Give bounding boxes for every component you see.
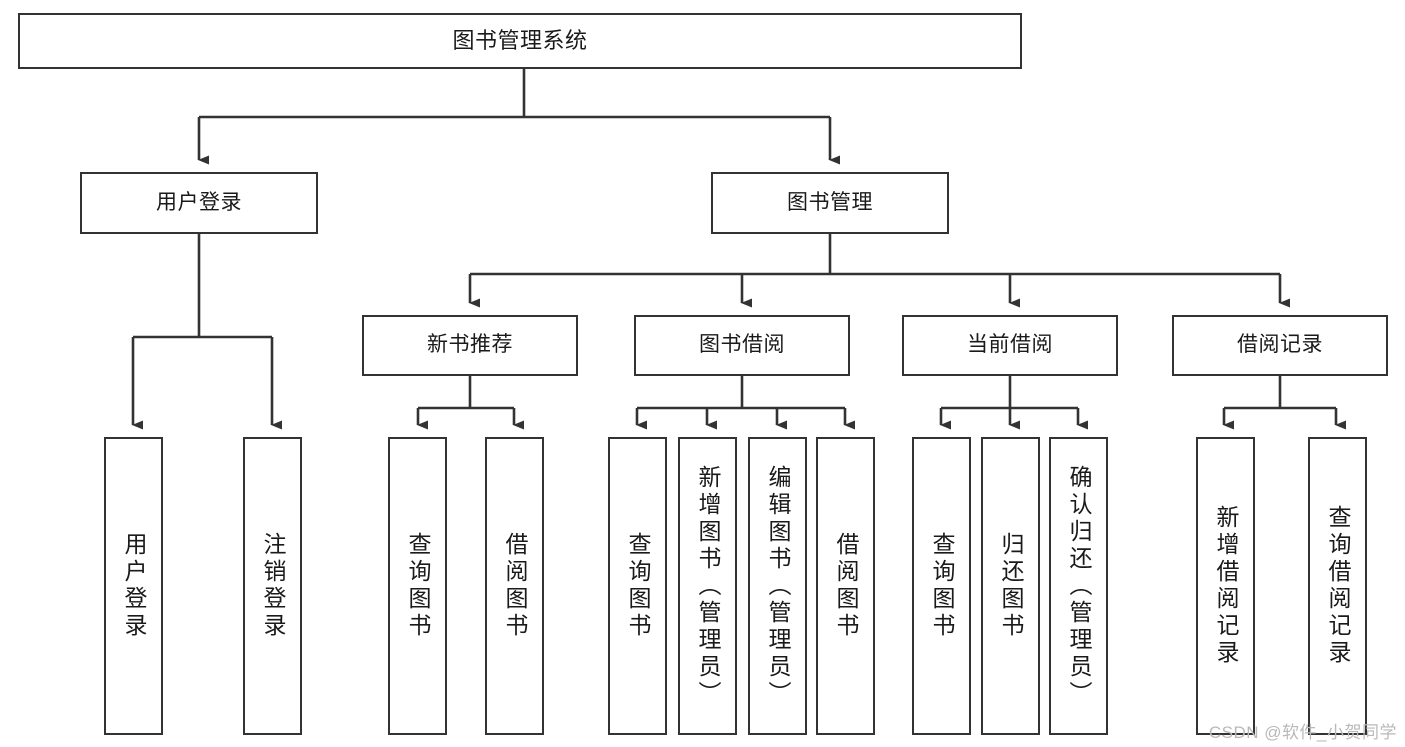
leaf-new-book-borrow[interactable]: 借阅图书 [485, 437, 544, 735]
node-label: 归还图书 [998, 532, 1024, 640]
node-label: 当前借阅 [967, 333, 1053, 357]
watermark: CSDN @软件_小贺同学 [1208, 723, 1397, 742]
leaf-book-borrow-query[interactable]: 查询图书 [608, 437, 667, 735]
leaf-new-book-query[interactable]: 查询图书 [388, 437, 447, 735]
node-label: 查询图书 [929, 532, 955, 640]
node-label: 用户登录 [121, 532, 147, 640]
node-label: 查询借阅记录 [1325, 505, 1351, 667]
leaf-current-borrow-confirm-admin[interactable]: 确认归还（管理员） [1049, 437, 1108, 735]
node-new-book-recommend[interactable]: 新书推荐 [362, 315, 578, 376]
node-borrow-records[interactable]: 借阅记录 [1172, 315, 1388, 376]
node-label: 查询图书 [405, 532, 431, 640]
node-label: 查询图书 [625, 532, 651, 640]
node-label: 图书管理 [787, 190, 873, 214]
node-label: 借阅图书 [502, 532, 528, 640]
leaf-borrow-records-query[interactable]: 查询借阅记录 [1308, 437, 1367, 735]
node-label: 编辑图书（管理员） [765, 464, 791, 708]
leaf-book-borrow-add-admin[interactable]: 新增图书（管理员） [678, 437, 737, 735]
node-label: 新书推荐 [427, 333, 513, 357]
leaf-user-login-logout[interactable]: 注销登录 [243, 437, 302, 735]
node-book-management[interactable]: 图书管理 [711, 172, 949, 234]
leaf-borrow-records-add[interactable]: 新增借阅记录 [1196, 437, 1255, 735]
node-label: 确认归还（管理员） [1066, 464, 1092, 708]
node-current-borrow[interactable]: 当前借阅 [902, 315, 1118, 376]
node-label: 新增借阅记录 [1213, 505, 1239, 667]
leaf-book-borrow-borrow[interactable]: 借阅图书 [816, 437, 875, 735]
node-root-book-management-system[interactable]: 图书管理系统 [18, 13, 1022, 69]
node-label: 注销登录 [260, 532, 286, 640]
node-label: 图书管理系统 [452, 28, 588, 54]
node-label: 新增图书（管理员） [695, 464, 721, 708]
leaf-book-borrow-edit-admin[interactable]: 编辑图书（管理员） [748, 437, 807, 735]
node-user-login[interactable]: 用户登录 [80, 172, 318, 234]
node-label: 借阅图书 [833, 532, 859, 640]
leaf-current-borrow-query[interactable]: 查询图书 [912, 437, 971, 735]
leaf-current-borrow-return[interactable]: 归还图书 [981, 437, 1040, 735]
node-label: 借阅记录 [1237, 333, 1323, 357]
leaf-user-login-login[interactable]: 用户登录 [104, 437, 163, 735]
node-label: 用户登录 [156, 190, 242, 214]
node-book-borrow[interactable]: 图书借阅 [634, 315, 850, 376]
node-label: 图书借阅 [699, 333, 785, 357]
